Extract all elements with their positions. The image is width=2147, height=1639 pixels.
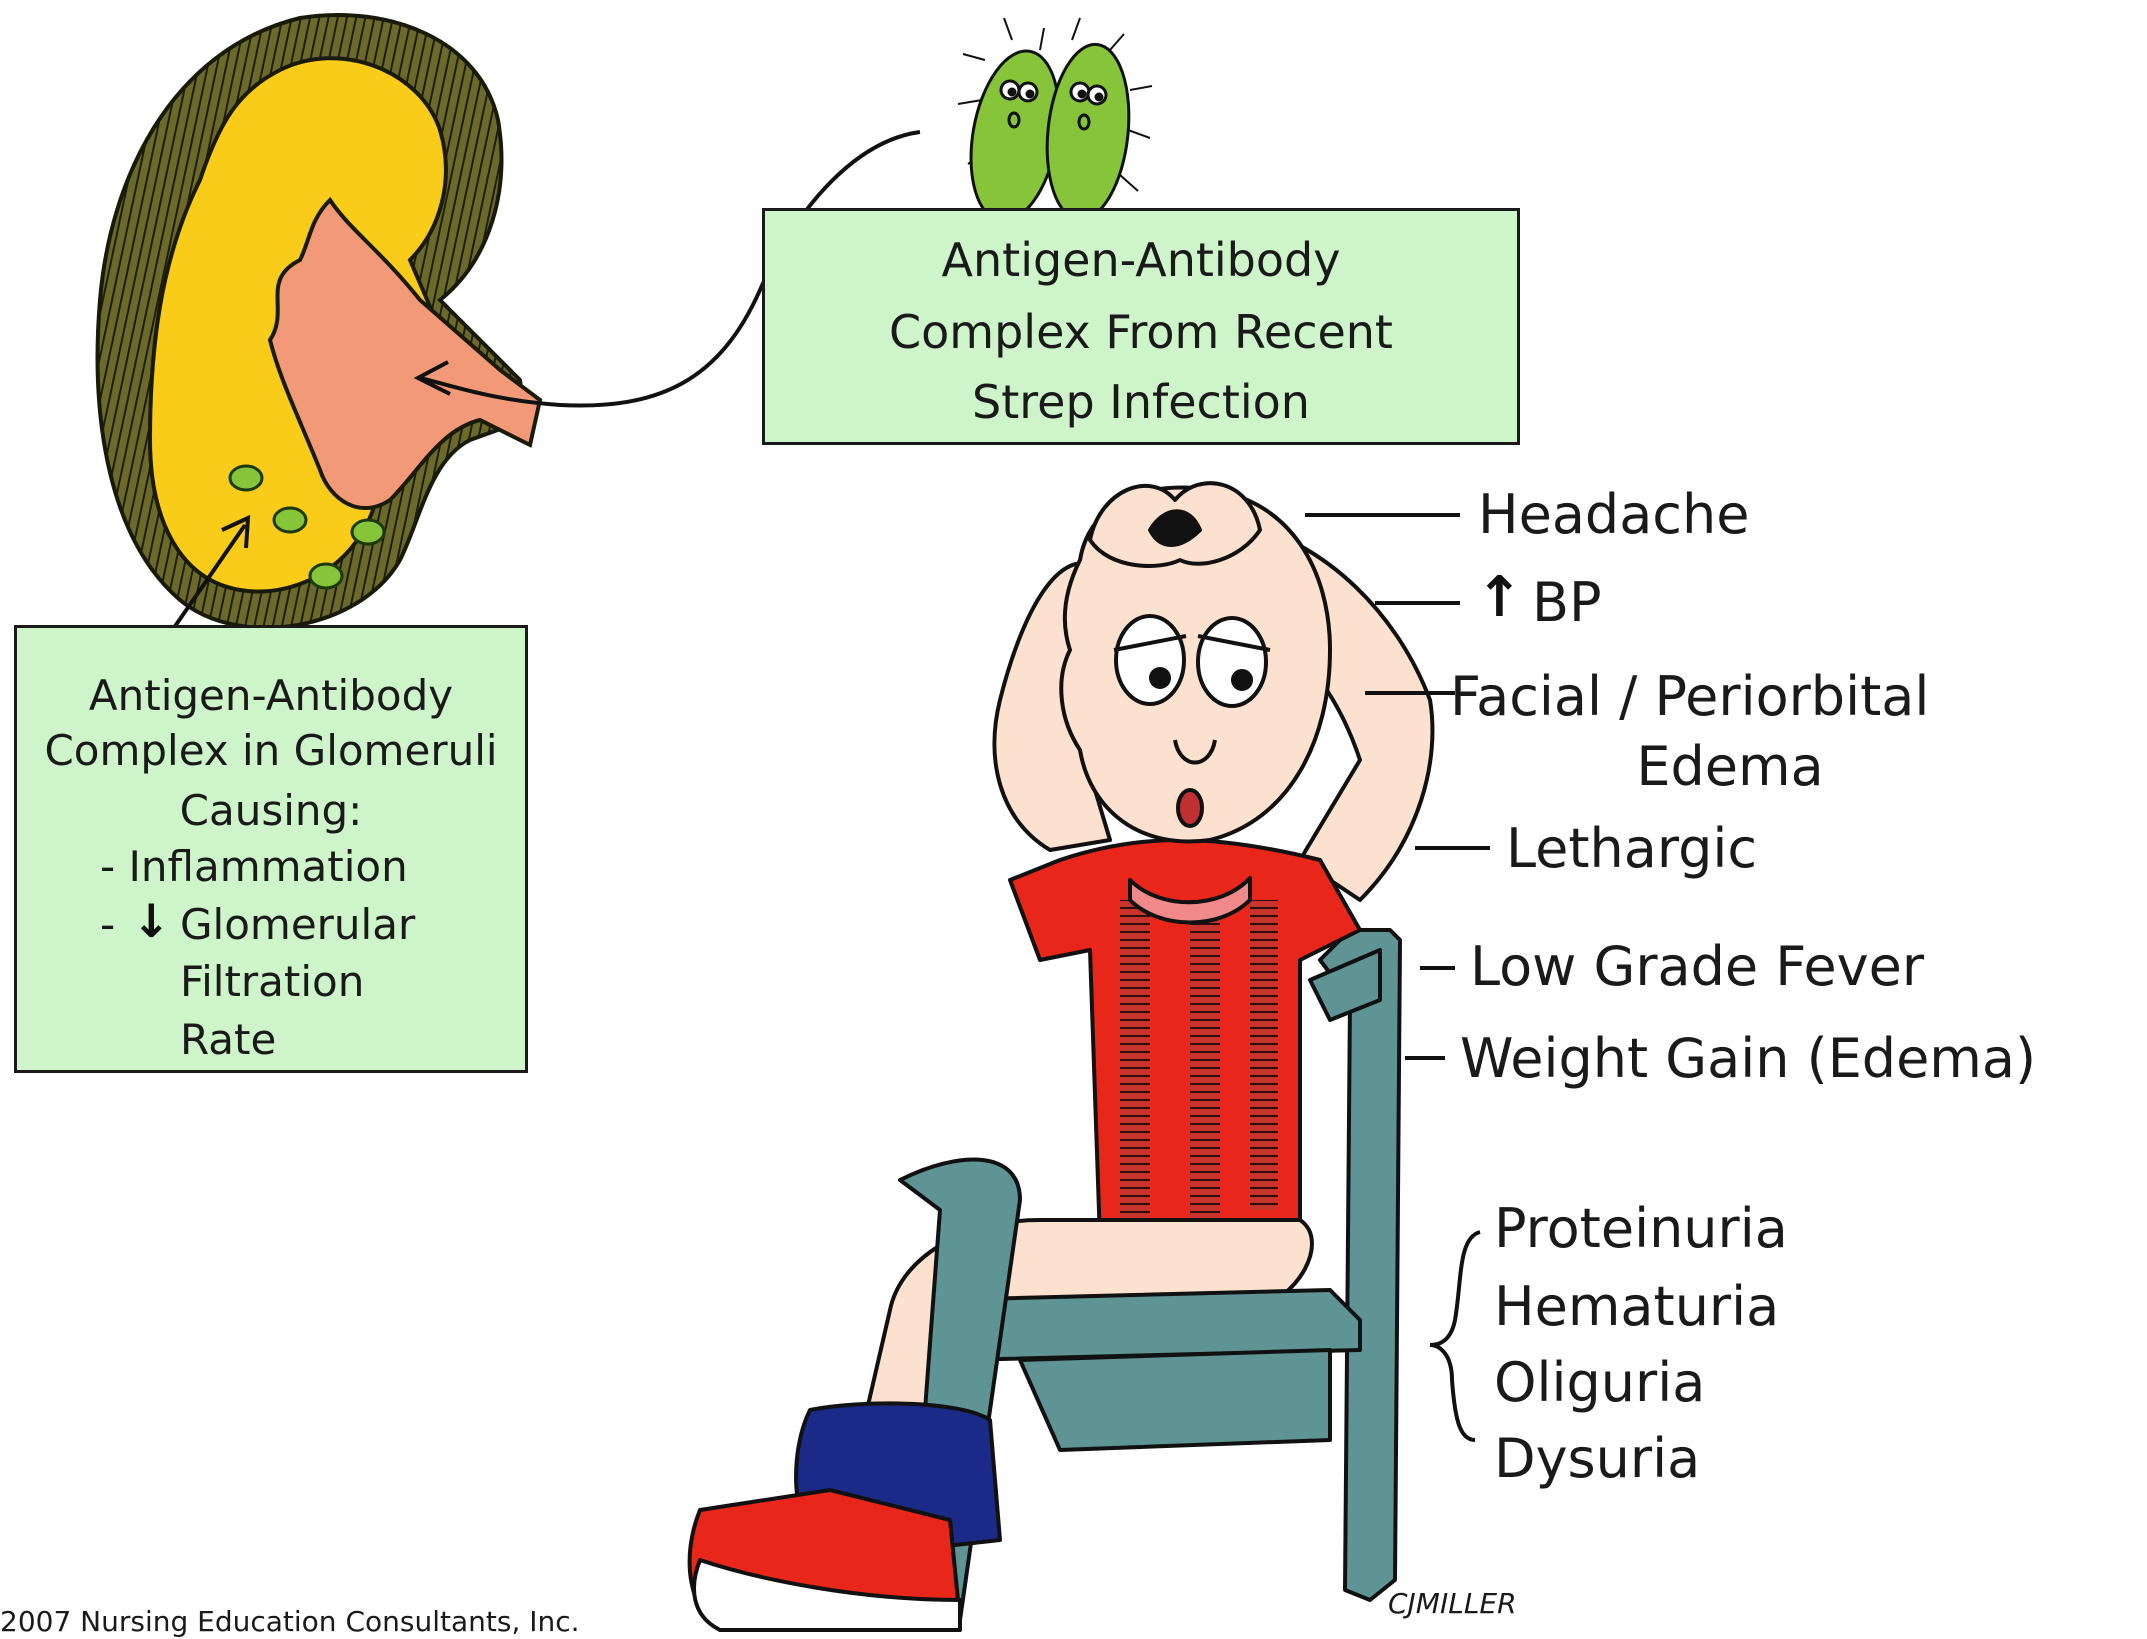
glomeruli-item-inflammation: - Inflammation bbox=[100, 846, 408, 888]
strep-box-line-1: Antigen-Antibody bbox=[762, 237, 1520, 283]
glomeruli-item-gfr-3: Rate bbox=[180, 1019, 276, 1061]
strep-box-line-3: Strep Infection bbox=[762, 379, 1520, 425]
glomeruli-item-gfr-2: Filtration bbox=[180, 961, 364, 1003]
finding-proteinuria: Proteinuria bbox=[1494, 1202, 1788, 1256]
urine-bracket bbox=[1430, 1232, 1480, 1440]
bacterium-right bbox=[1039, 40, 1137, 223]
down-arrow-icon: ↓ bbox=[132, 898, 171, 944]
finding-hematuria: Hematuria bbox=[1494, 1280, 1779, 1334]
symptom-headache: Headache bbox=[1478, 488, 1749, 542]
glomeruli-box-line-3: Causing: bbox=[14, 790, 528, 832]
symptom-weight-gain: Weight Gain (Edema) bbox=[1460, 1032, 2036, 1086]
finding-oliguria: Oliguria bbox=[1494, 1356, 1705, 1410]
symptom-lethargic: Lethargic bbox=[1506, 822, 1757, 876]
symptom-facial-edema-2: Edema bbox=[1450, 740, 2010, 794]
artist-signature: CJMILLER bbox=[1388, 1590, 1517, 1618]
glomeruli-box-line-1: Antigen-Antibody bbox=[14, 675, 528, 717]
glomeruli-box-line-2: Complex in Glomeruli bbox=[14, 730, 528, 772]
up-arrow-icon: ↑ bbox=[1476, 570, 1523, 626]
kidney-illustration bbox=[98, 15, 540, 628]
child-illustration bbox=[690, 483, 1433, 1630]
glomeruli-item-dash: - bbox=[100, 904, 115, 946]
chair-back bbox=[1320, 930, 1400, 1600]
glomeruli-item-gfr-1: Glomerular bbox=[180, 904, 415, 946]
symptom-low-grade-fever: Low Grade Fever bbox=[1470, 940, 1924, 994]
finding-dysuria: Dysuria bbox=[1494, 1432, 1700, 1486]
copyright-notice: 2007 Nursing Education Consultants, Inc. bbox=[0, 1608, 580, 1636]
symptom-bp: BP bbox=[1532, 576, 1602, 630]
symptom-facial-edema-1: Facial / Periorbital bbox=[1450, 670, 1929, 724]
strep-box-line-2: Complex From Recent bbox=[762, 309, 1520, 355]
